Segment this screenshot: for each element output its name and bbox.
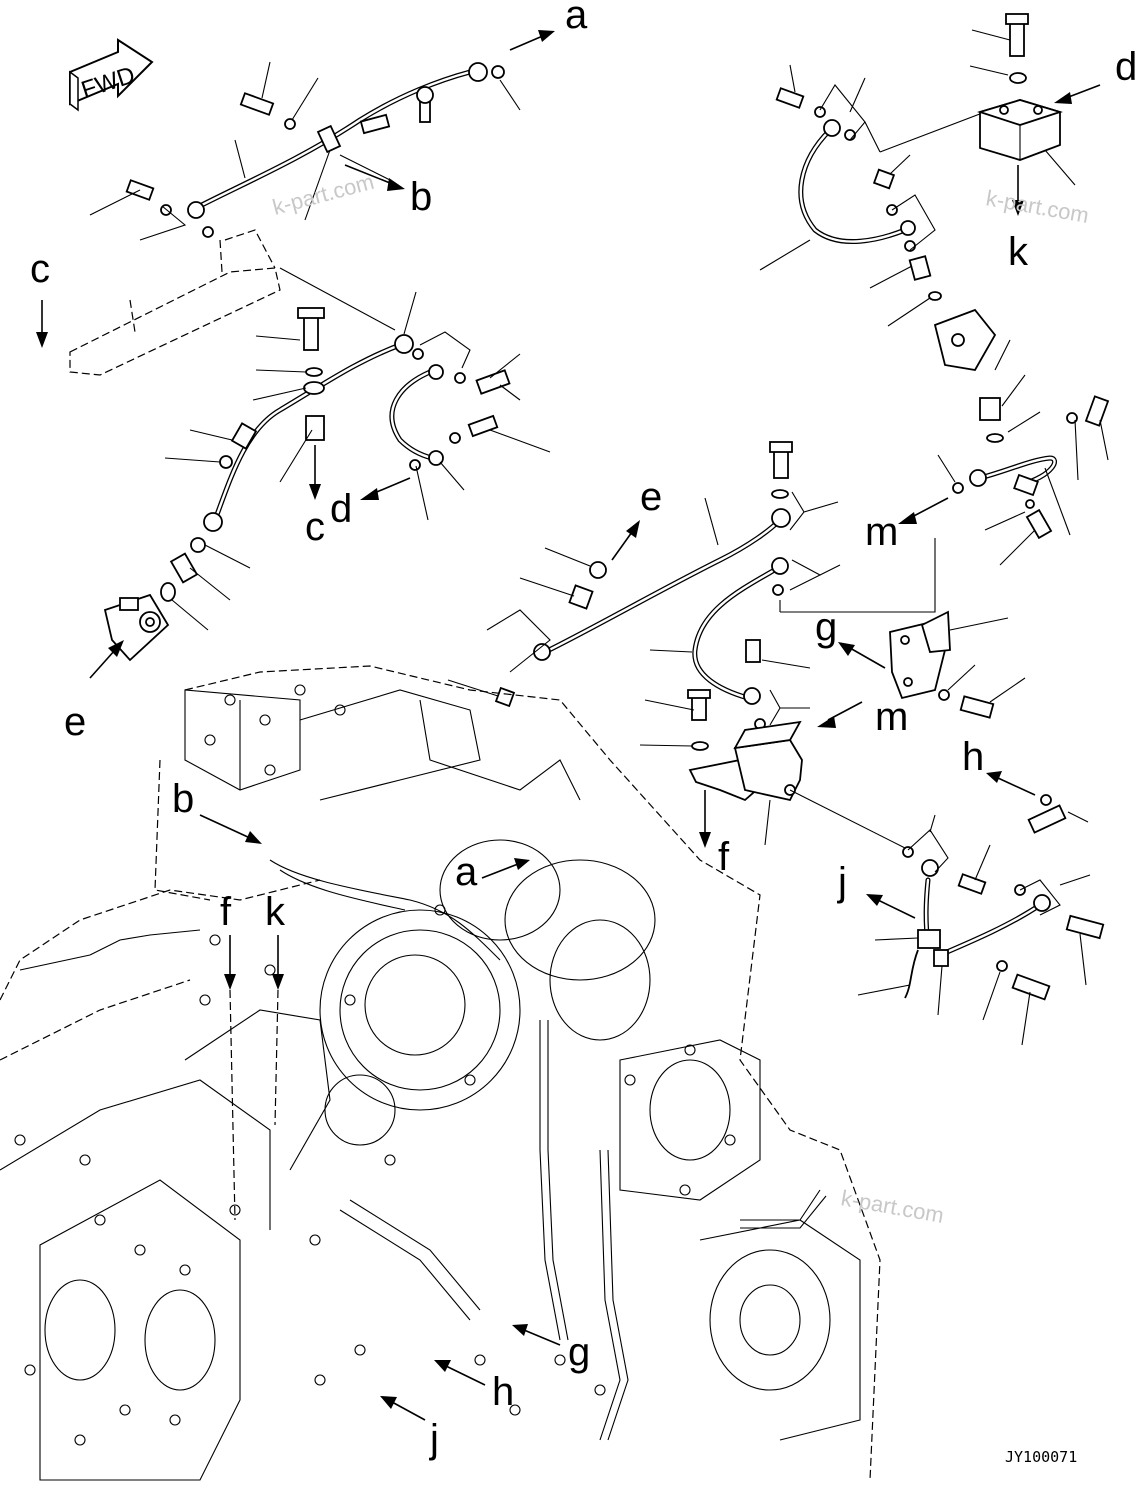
mid-left-hose-assembly [160, 291, 551, 631]
ref-label-b: b [410, 175, 432, 219]
engine-bolts [14, 684, 736, 1446]
drawing-code: JY100071 [1005, 1448, 1077, 1466]
ref-label-b: b [172, 777, 194, 821]
ref-label-c: c [30, 247, 50, 291]
arrow-m-top: m [865, 497, 949, 554]
arrow-j-engine: j [380, 1396, 439, 1461]
bracket-m-lower [688, 720, 906, 849]
ref-label-g: g [568, 1330, 590, 1374]
ref-label-a: a [455, 850, 478, 894]
arrow-c-mid: c [305, 445, 325, 549]
arrow-g-engine: g [512, 1324, 590, 1374]
bracket-g [889, 610, 1026, 719]
ref-label-h: h [962, 735, 984, 779]
ref-label-d: d [330, 487, 352, 531]
ref-label-h: h [492, 1370, 514, 1414]
arrow-m-lower: m [817, 695, 908, 739]
ref-label-f: f [718, 835, 730, 879]
ref-label-c: c [305, 505, 325, 549]
block-d-right [969, 13, 1076, 186]
arrow-k-right: k [1008, 165, 1029, 274]
arrow-a-engine: a [455, 850, 530, 894]
ref-label-d: d [1115, 45, 1137, 89]
ref-label-k: k [265, 890, 286, 934]
center-hose-assembly [447, 441, 936, 751]
arrow-b-engine: b [172, 777, 262, 844]
ref-label-f: f [220, 890, 232, 934]
arrow-k-engine: k [265, 890, 286, 1126]
arrow-f-engine: f [220, 890, 236, 1221]
arrow-h-right: h [962, 735, 1089, 834]
arrow-d-right: d [1054, 45, 1137, 104]
ref-label-k: k [1008, 230, 1029, 274]
ref-label-m: m [865, 510, 898, 554]
arrow-a-top: a [509, 0, 588, 51]
watermark-top-right: k-part.com [984, 185, 1091, 228]
ref-label-e: e [640, 475, 662, 519]
arrow-e-left: e [64, 640, 124, 744]
arrow-h-engine: h [434, 1360, 514, 1414]
arrow-g-bracket: g [815, 605, 886, 669]
arrow-f-bracket: f [699, 790, 730, 879]
ref-label-a: a [565, 0, 588, 37]
ref-label-j: j [429, 1417, 439, 1461]
ref-label-m: m [875, 695, 908, 739]
ref-label-j: j [837, 860, 847, 904]
fwd-direction-sign: FWD [69, 38, 154, 112]
watermark-bottom-right: k-part.com [839, 1185, 946, 1228]
arrow-d-mid: d [330, 477, 411, 531]
ref-label-g: g [815, 605, 837, 649]
sensor-block [933, 308, 1041, 443]
ref-label-e: e [64, 700, 86, 744]
watermark-top-left: k-part.com [270, 169, 377, 220]
rail-bracket [69, 229, 396, 376]
engine-assembly [0, 665, 881, 1481]
top-left-hose-assembly [89, 61, 521, 241]
arrow-e-mid: e [611, 475, 662, 561]
top-right-hose-assembly [759, 64, 986, 327]
j-hose-assembly [857, 814, 1105, 1046]
arrow-b-top: b [344, 164, 432, 219]
arrow-j-right: j [837, 860, 916, 919]
right-hose-assembly [937, 395, 1110, 566]
arrow-c-left: c [30, 247, 50, 348]
